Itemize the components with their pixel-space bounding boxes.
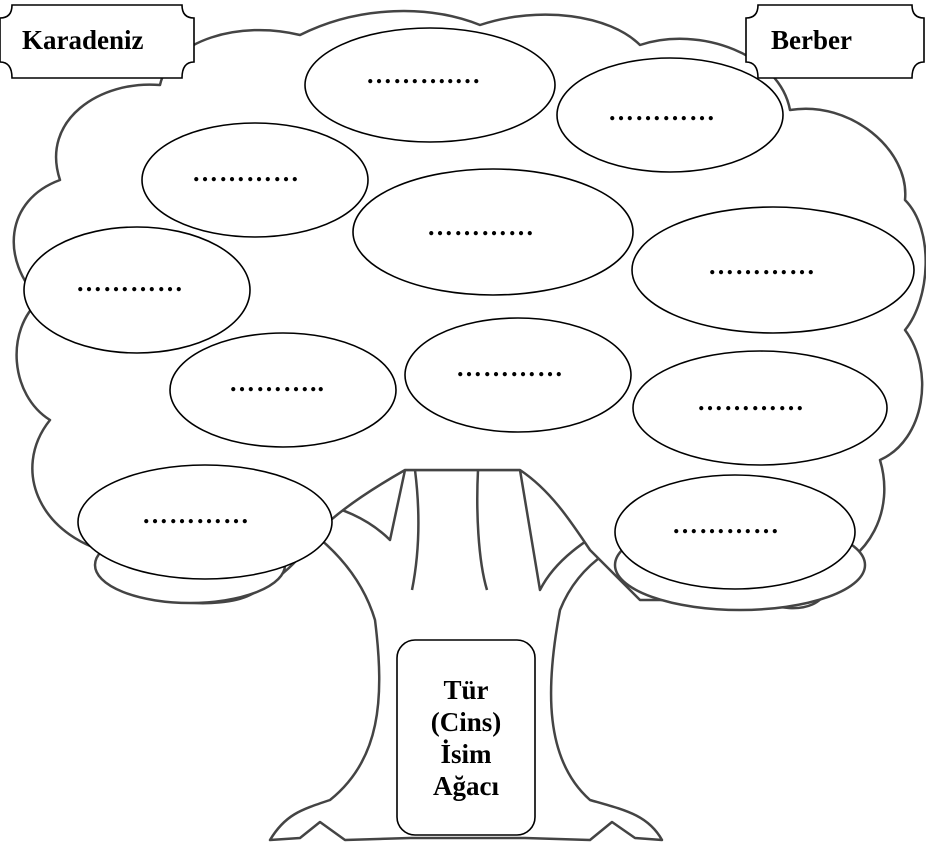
bubble-blank-7[interactable]: ……….. — [229, 368, 325, 397]
tag-left-frame — [0, 4, 195, 79]
bubble-blank-4[interactable]: ………… — [427, 212, 535, 241]
bubble-blank-3[interactable]: ………… — [192, 158, 300, 187]
bubble-blank-9[interactable]: ………… — [697, 387, 805, 416]
trunk-title-line-3: İsim — [440, 738, 492, 769]
trunk-label-box — [396, 639, 536, 836]
bubble-blank-5[interactable]: ………… — [708, 251, 816, 280]
bubble-3 — [141, 122, 369, 238]
bubble-blank-11[interactable]: ………… — [672, 510, 780, 539]
trunk-title-line-4: Ağacı — [433, 770, 499, 801]
bubble-6 — [23, 226, 251, 354]
bubble-5 — [631, 206, 915, 334]
bubble-1 — [304, 27, 556, 143]
trunk-title-line-1: Tür — [443, 674, 489, 705]
bubble-4 — [352, 168, 634, 296]
bubble-9 — [632, 350, 888, 466]
tag-right-frame — [745, 4, 925, 79]
bubble-blank-8[interactable]: ………… — [456, 353, 564, 382]
trunk-title-line-2: (Cins) — [430, 706, 502, 737]
tag-left-label: Karadeniz — [22, 25, 144, 55]
bubble-blank-1[interactable]: ……….… — [366, 60, 482, 89]
bubble-blank-10[interactable]: ………… — [142, 500, 250, 529]
bubble-8 — [404, 317, 632, 433]
trunk-title: Tür (Cins) İsim Ağacı — [397, 640, 535, 835]
tag-right-label: Berber — [771, 25, 852, 55]
bubble-11 — [614, 474, 856, 590]
bubble-2 — [556, 57, 784, 173]
bubble-blank-2[interactable]: ………… — [608, 97, 716, 126]
bubble-blank-6[interactable]: ………… — [76, 268, 184, 297]
bubble-7 — [169, 332, 397, 448]
bubble-10 — [77, 464, 333, 580]
